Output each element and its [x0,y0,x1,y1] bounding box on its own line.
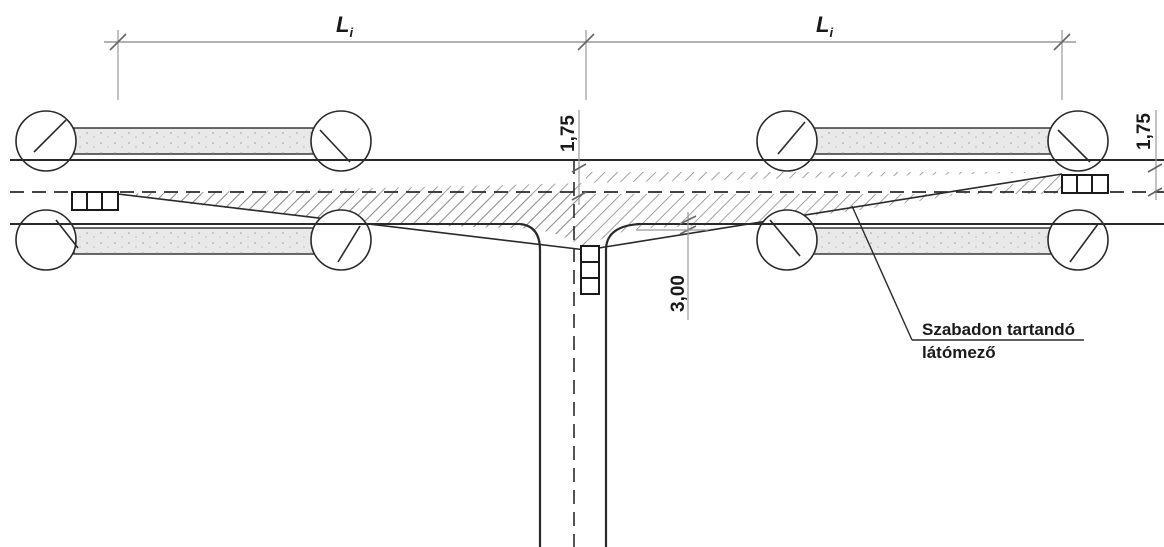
upper-tree-row [15,110,1109,172]
vehicle-left [71,191,119,211]
vehicle-side [580,245,600,295]
tree-icon [756,110,818,172]
svg-text:Li: Li [336,12,353,40]
vehicle-right [1061,174,1109,194]
tree-icon [756,209,818,271]
tree-icon [1047,110,1109,172]
offset-dim-center: 1,75 [558,110,587,205]
tree-icon [1047,209,1109,271]
offset-label-minor: 3,00 [668,275,689,312]
dimension-line-top [104,30,1076,100]
offset-label-center: 1,75 [558,115,579,152]
offset-dim-minor: 3,00 [636,212,708,320]
dimension-label-left: Li [336,12,353,40]
side-road [519,160,641,547]
tree-icon [15,110,77,172]
svg-text:Li: Li [816,12,833,40]
offset-label-right: 1,75 [1134,113,1155,150]
annotation-line2: látómező [922,343,996,362]
tree-icon [310,110,372,172]
tree-icon [310,209,372,271]
annotation-line1: Szabadon tartandó [922,320,1075,339]
main-road [10,159,1164,225]
offset-dim-right: 1,75 [1134,110,1163,200]
dimension-label-right: Li [816,12,833,40]
tree-icon [15,209,79,271]
annotation: Szabadon tartandó látómező [851,205,1084,362]
